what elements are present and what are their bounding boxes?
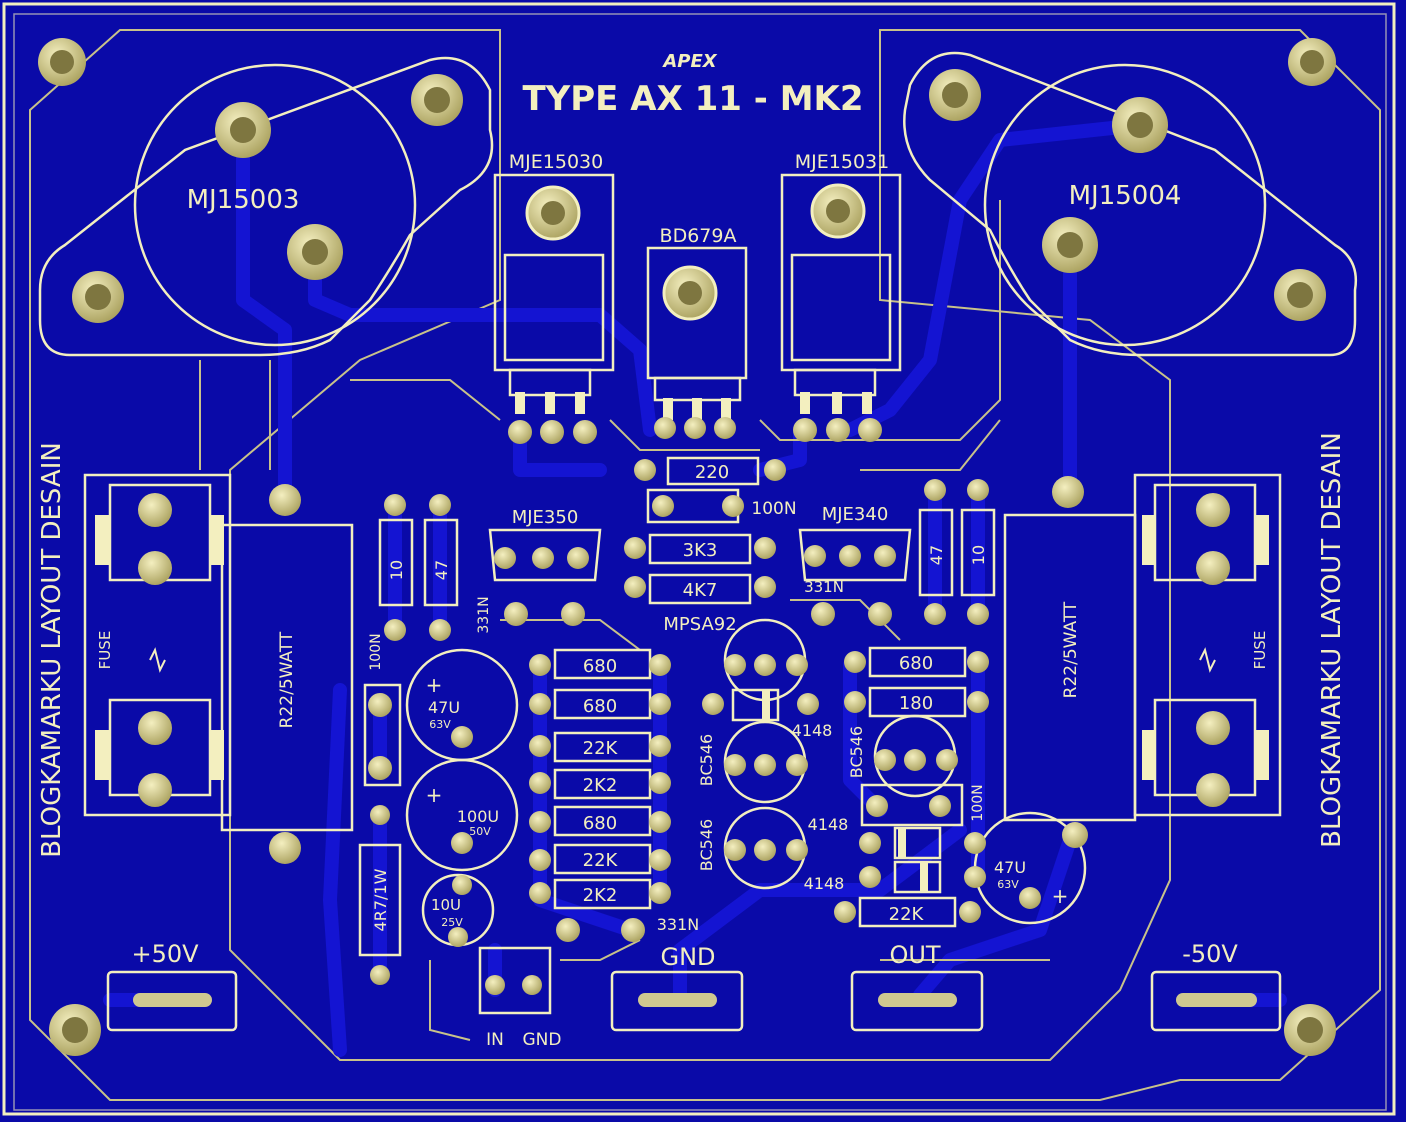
side-text-right: BLOGKAMARKU LAYOUT DESAIN bbox=[1317, 432, 1347, 848]
label-r-680-b: 680 bbox=[583, 696, 617, 717]
component-pads bbox=[138, 417, 1230, 995]
label-mj15004: MJ15004 bbox=[1069, 181, 1182, 211]
label-c-331n-left: 331N bbox=[476, 596, 492, 633]
label-c-100u: 100U bbox=[457, 807, 499, 826]
copper-regions bbox=[29, 29, 1381, 1101]
label-r-22k-a: 22K bbox=[583, 738, 619, 759]
cap-polarity-plus-2: + bbox=[426, 783, 443, 807]
label-c-100n-left: 100N bbox=[368, 633, 384, 670]
side-text-left: BLOGKAMARKU LAYOUT DESAIN bbox=[37, 442, 67, 858]
cap-polarity-plus-3: + bbox=[1052, 884, 1069, 908]
connector-label-in-gnd: GND bbox=[523, 1030, 562, 1050]
label-r-r22-right: R22/5WATT bbox=[1061, 601, 1081, 698]
label-r-10-left: 10 bbox=[387, 560, 406, 580]
fuse-symbol-right bbox=[1199, 647, 1216, 673]
label-r-180: 180 bbox=[899, 693, 933, 714]
label-c-47u-right-voltage: 63V bbox=[997, 878, 1019, 891]
label-c-100n-right: 100N bbox=[970, 784, 986, 821]
label-mj15003: MJ15003 bbox=[187, 185, 300, 215]
label-mje15030: MJE15030 bbox=[509, 151, 603, 173]
label-q-bc546-a: BC546 bbox=[697, 734, 716, 786]
label-mje340: MJE340 bbox=[822, 504, 889, 525]
connector-label-neg-supply: -50V bbox=[1182, 940, 1238, 968]
label-r-220: 220 bbox=[695, 462, 729, 483]
label-bd679a: BD679A bbox=[660, 225, 737, 247]
to220-outlines bbox=[493, 173, 902, 402]
label-c-100n-top: 100N bbox=[751, 499, 796, 519]
label-c-47u-left: 47U bbox=[428, 698, 460, 717]
label-q-bc546-b: BC546 bbox=[697, 819, 716, 871]
label-c-331n-bottom: 331N bbox=[657, 915, 700, 934]
label-r-47-left: 47 bbox=[432, 560, 451, 580]
label-r-47-right: 47 bbox=[927, 545, 946, 565]
label-r-22k-b: 22K bbox=[583, 850, 619, 871]
label-r-680-a: 680 bbox=[583, 656, 617, 677]
label-mje350: MJE350 bbox=[512, 507, 579, 528]
board-outline-inner bbox=[13, 13, 1387, 1111]
label-mpsa92: MPSA92 bbox=[663, 614, 736, 635]
label-mje15031: MJE15031 bbox=[795, 151, 889, 173]
connector-label-pos-supply: +50V bbox=[131, 940, 199, 968]
resistor-bodies bbox=[220, 456, 1137, 957]
connector-label-gnd: GND bbox=[660, 943, 715, 971]
label-c-47u-left-voltage: 63V bbox=[429, 718, 451, 731]
fuse-blades bbox=[95, 515, 1269, 780]
label-r-22k-right: 22K bbox=[889, 904, 925, 925]
terminal-outlines bbox=[106, 970, 1282, 1032]
label-fuse-left: FUSE bbox=[96, 631, 114, 670]
diode-bodies bbox=[731, 688, 942, 894]
label-c-10u-voltage: 25V bbox=[441, 916, 463, 929]
label-r-r22-left: R22/5WATT bbox=[277, 631, 297, 728]
label-d-4148-b: 4148 bbox=[808, 815, 849, 834]
label-q-bc546-c: BC546 bbox=[847, 726, 866, 778]
mounting-holes bbox=[38, 38, 1336, 1056]
label-r-680-c: 680 bbox=[583, 813, 617, 834]
label-r-3k3: 3K3 bbox=[683, 540, 718, 561]
connector-label-in: IN bbox=[486, 1030, 504, 1050]
label-d-4148-c: 4148 bbox=[804, 874, 845, 893]
board-title: TYPE AX 11 - MK2 bbox=[522, 79, 863, 119]
label-r-2k2-a: 2K2 bbox=[583, 775, 618, 796]
connector-label-out: OUT bbox=[889, 941, 940, 969]
to3-left bbox=[38, 56, 494, 357]
label-r-10-right: 10 bbox=[969, 545, 988, 565]
label-fuse-right: FUSE bbox=[1251, 631, 1269, 670]
label-r-2k2-b: 2K2 bbox=[583, 885, 618, 906]
brand-logo: APEX bbox=[661, 51, 717, 72]
cap-polarity-plus-1: + bbox=[426, 673, 443, 697]
label-c-100u-voltage: 50V bbox=[469, 825, 491, 838]
fuse-symbol-left bbox=[149, 647, 166, 673]
to220-legs bbox=[515, 392, 872, 420]
label-d-4148-a: 4148 bbox=[792, 721, 833, 740]
label-r-4k7: 4K7 bbox=[683, 580, 718, 601]
label-c-331n-right: 331N bbox=[804, 578, 844, 596]
to3-right bbox=[903, 51, 1358, 357]
label-r-4r7: 4R7/1W bbox=[371, 868, 390, 931]
label-r-680-right: 680 bbox=[899, 653, 933, 674]
silk-traces bbox=[199, 200, 1050, 1041]
label-c-47u-right: 47U bbox=[994, 858, 1026, 877]
label-c-10u: 10U bbox=[431, 896, 461, 914]
